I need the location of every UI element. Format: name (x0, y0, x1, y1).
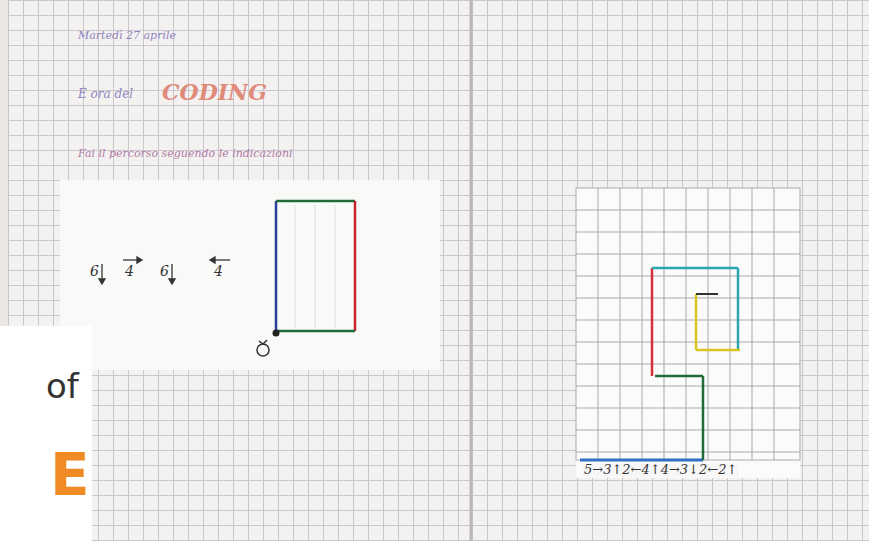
step-count: 6 (160, 264, 169, 279)
watermark-text: of (46, 368, 79, 405)
instruction-code: 5→3↑2←4↑4→3↓2←2↑ (582, 463, 739, 477)
handwritten-heading: È ora del (78, 88, 133, 101)
handwritten-date: Martedì 27 aprile (78, 30, 176, 42)
step-count: 4 (214, 264, 223, 279)
step-count: 6 (90, 264, 99, 279)
step-count: 4 (125, 264, 134, 279)
watermark-letter: E (50, 444, 90, 508)
handwritten-instruction: Fai il percorso seguendo le indicazioni (78, 148, 293, 160)
handwritten-title: CODING (162, 80, 267, 104)
